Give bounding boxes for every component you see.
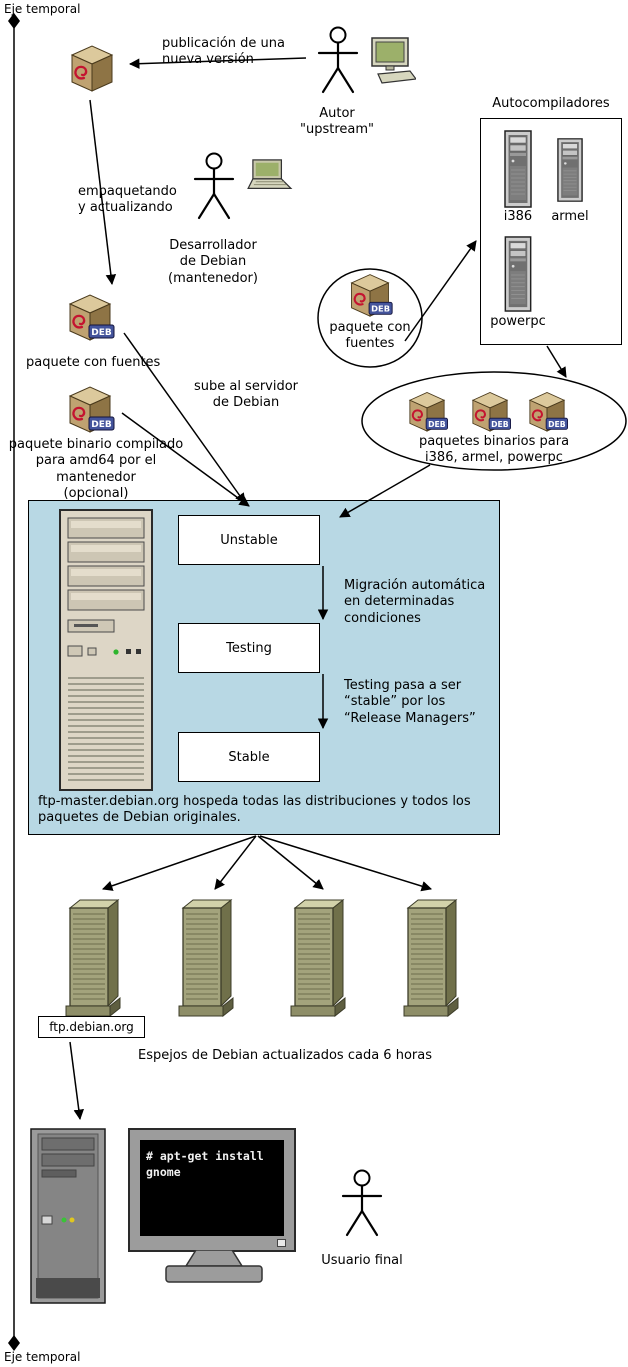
debian-developer-label: Desarrollador de Debian (mantenedor) (168, 238, 258, 286)
arrow-mirror-to-user (69, 1041, 84, 1121)
server-powerpc-icon (504, 236, 532, 312)
arrow-archive-to-mirror-2 (214, 835, 257, 890)
server-i386-icon (504, 130, 532, 208)
deb-badge-label: DEB (91, 420, 112, 430)
debian-swirl-icon (72, 406, 86, 421)
arch-label-armel: armel (551, 209, 589, 224)
source-package-label: paquete con fuentes (26, 355, 161, 370)
mirror-server-icon-2 (178, 898, 234, 1018)
monitor-stand-icon (165, 1250, 263, 1283)
desktop-computer-icon (371, 37, 416, 84)
terminal-screen: # apt-get install gnome (140, 1140, 284, 1236)
arrow-autobuilders-to-binaries (546, 345, 567, 378)
end-user-label: Usuario final (321, 1253, 403, 1268)
timeline-label-bottom: Eje temporal (4, 1350, 81, 1364)
mirror-hostname-label: ftp.debian.org (49, 1020, 134, 1034)
mirror-hostname-box: ftp.debian.org (38, 1016, 145, 1038)
end-user-figure-icon (341, 1169, 383, 1237)
bubble-binary-package-icon-3: DEB (528, 392, 568, 432)
upload-label: sube al servidor de Debian (193, 379, 299, 411)
crt-monitor-icon: # apt-get install gnome (128, 1128, 296, 1252)
arrow-archive-to-mirror-4 (259, 835, 433, 892)
publish-version-label: publicación de una nueva versión (162, 36, 285, 68)
arch-label-i386: i386 (503, 209, 533, 224)
upstream-author-figure-icon (317, 26, 359, 94)
power-button-icon (41, 1215, 53, 1225)
deb-badge-label: DEB (491, 420, 509, 429)
mirror-server-icon-3 (290, 898, 346, 1018)
mirrors-caption-label: Espejos de Debian actualizados cada 6 ho… (138, 1048, 432, 1063)
power-led-icon (61, 1217, 67, 1223)
source-package-icon: DEB (68, 294, 115, 341)
upstream-package-icon (70, 45, 114, 92)
mirror-server-icon-4 (403, 898, 459, 1018)
autobuilders-title: Autocompiladores (492, 96, 610, 111)
maintainer-binary-package-icon: DEB (68, 386, 115, 433)
release-note-label: Testing pasa a ser “stable” por los “Rel… (344, 678, 476, 726)
bubble-binary-package-icon-2: DEB (471, 392, 511, 432)
laptop-icon (247, 159, 293, 190)
suite-label-testing: Testing (226, 640, 272, 656)
bubble-source-package-icon: DEB (350, 274, 393, 317)
autobuilders-box (480, 118, 622, 345)
monitor-power-button-icon (277, 1239, 286, 1247)
suite-label-unstable: Unstable (220, 532, 278, 548)
debian-swirl-icon (72, 314, 86, 329)
archive-caption-label: ftp-master.debian.org hospeda todas las … (38, 794, 471, 826)
upstream-author-label: Autor "upstream" (299, 106, 374, 138)
suite-box-stable: Stable (178, 732, 320, 782)
mirror-server-icon-1 (65, 898, 121, 1018)
deb-badge-label: DEB (428, 420, 446, 429)
debian-swirl-icon (74, 65, 88, 80)
arch-label-powerpc: powerpc (490, 314, 546, 329)
timeline-diamond-bottom (8, 1335, 20, 1351)
ftp-master-server-icon (59, 509, 153, 791)
bubble-binary-package-icon-1: DEB (408, 392, 448, 432)
suite-box-testing: Testing (178, 623, 320, 673)
bubble-source-package-label: paquete con fuentes (329, 320, 411, 352)
bubble-binary-packages-label: paquetes binarios para i386, armel, powe… (418, 434, 570, 466)
arrow-archive-to-mirror-3 (257, 835, 324, 890)
arrow-archive-to-mirror-1 (102, 835, 257, 891)
suite-box-unstable: Unstable (178, 515, 320, 565)
timeline-label-top: Eje temporal (4, 2, 81, 16)
end-user-tower-icon (30, 1128, 106, 1304)
deb-badge-label: DEB (91, 328, 112, 338)
debian-developer-figure-icon (193, 152, 235, 220)
suite-label-stable: Stable (228, 749, 270, 765)
power-led-icon (113, 649, 119, 655)
packaging-label: empaquetando y actualizando (78, 184, 177, 216)
migration-note-label: Migración automática en determinadas con… (344, 578, 486, 626)
deb-badge-label: DEB (548, 420, 566, 429)
maintainer-binary-package-label: paquete binario compilado para amd64 por… (8, 437, 184, 501)
disk-led-icon (69, 1217, 75, 1223)
server-armel-icon (557, 138, 583, 202)
deb-badge-label: DEB (371, 304, 390, 314)
